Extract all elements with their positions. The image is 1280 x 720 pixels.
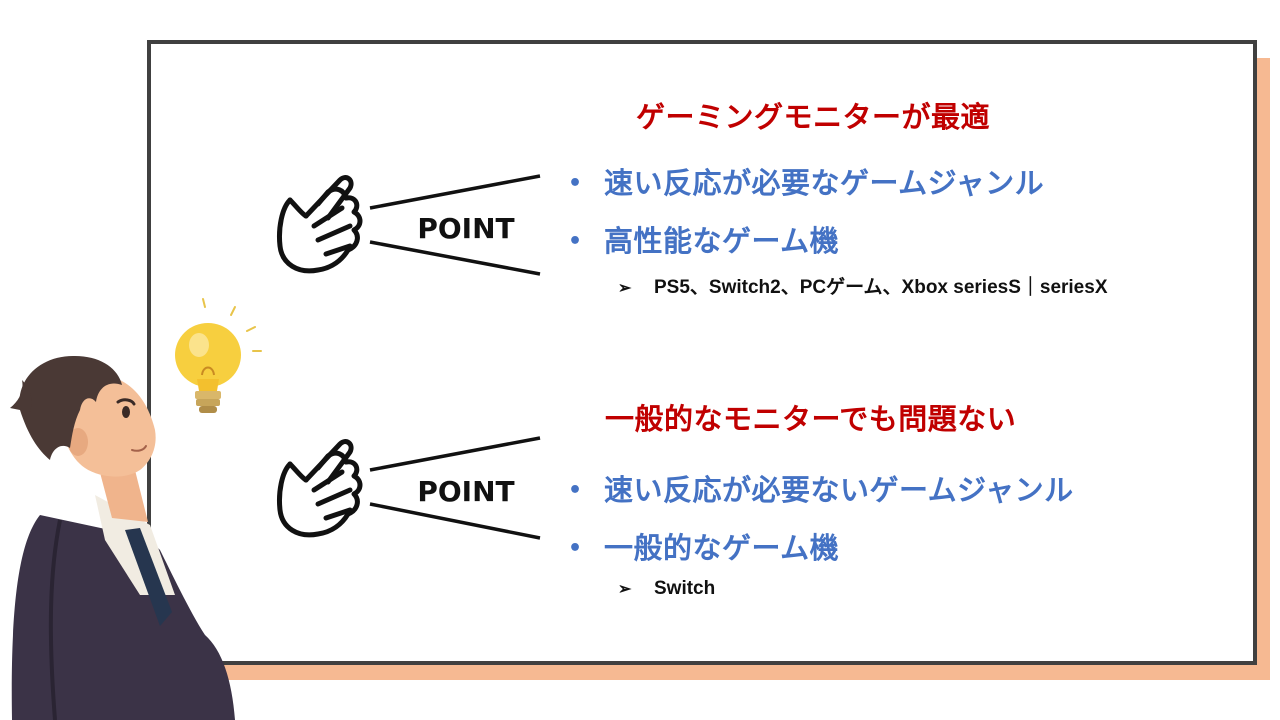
point-graphic-1: POINT xyxy=(277,174,541,276)
slide-board xyxy=(147,40,1257,665)
bullet-dot: • xyxy=(568,171,583,196)
bullet-dot: • xyxy=(568,229,583,254)
bullet-text: 一般的なゲーム機 xyxy=(604,531,840,565)
arrow-bullet-icon: ➢ xyxy=(618,581,632,598)
section1-bullet-1: • 速い反応が必要なゲームジャンル xyxy=(568,160,1044,202)
bullet-text: 速い反応が必要ないゲームジャンル xyxy=(604,473,1074,507)
businessman-illustration xyxy=(10,355,236,720)
section2-heading: 一般的なモニターでも問題ない xyxy=(605,402,1017,436)
pointing-hand-icon xyxy=(277,439,363,538)
sub-item-text: Switch xyxy=(654,578,716,599)
section2-bullet-1: • 速い反応が必要ないゲームジャンル xyxy=(568,467,1074,509)
section2-sub-item-1: ➢ Switch xyxy=(618,578,715,600)
point-label-2: POINT xyxy=(417,475,514,508)
point-graphic-2: POINT xyxy=(277,436,541,540)
section1-heading: ゲーミングモニターが最適 xyxy=(636,100,991,134)
bullet-text: 速い反応が必要なゲームジャンル xyxy=(604,166,1045,200)
section1-bullet-2: • 高性能なゲーム機 xyxy=(568,218,839,260)
point-label-1: POINT xyxy=(417,212,514,245)
sub-item-text: PS5、Switch2、PCゲーム、Xbox seriesS｜seriesX xyxy=(654,277,1108,298)
section1-sub-item-1: ➢ PS5、Switch2、PCゲーム、Xbox seriesS｜seriesX xyxy=(618,272,1108,299)
section2-bullet-2: • 一般的なゲーム機 xyxy=(568,525,839,567)
bullet-dot: • xyxy=(568,536,583,561)
pointing-hand-icon xyxy=(277,175,363,274)
bullet-dot: • xyxy=(568,478,583,503)
lightbulb-icon xyxy=(175,298,262,413)
bullet-text: 高性能なゲーム機 xyxy=(604,224,840,258)
arrow-bullet-icon: ➢ xyxy=(618,280,632,297)
